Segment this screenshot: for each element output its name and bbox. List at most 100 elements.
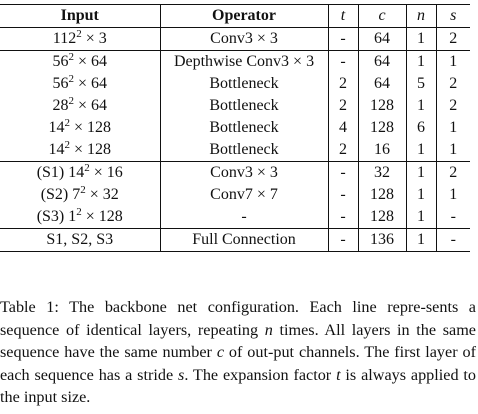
cell-n: 1 (405, 206, 436, 229)
cell-operator: - (159, 206, 328, 229)
cell-s: - (435, 228, 470, 252)
cell-operator: Conv3 × 3 (159, 161, 328, 184)
cell-operator: Full Connection (159, 228, 328, 252)
header-operator: Operator (159, 4, 328, 28)
cell-operator: Depthwise Conv3 × 3 (159, 50, 328, 73)
cell-n: 1 (405, 161, 436, 184)
header-c: c (357, 4, 406, 28)
input-base: 56 (52, 53, 69, 70)
input-exponent: 2 (76, 28, 82, 40)
cell-n: 1 (405, 139, 436, 162)
cell-input: S1, S2, S3 (0, 229, 160, 252)
caption-var-n: n (264, 320, 273, 339)
input-base: 14 (48, 141, 65, 158)
input-rest: × 3 (81, 30, 107, 47)
cell-t: - (327, 184, 358, 206)
cell-operator: Conv3 × 3 (159, 27, 328, 51)
cell-input: (S3) 12 × 128 (0, 206, 160, 229)
caption-text-2: times. All layers in the same sequence h… (0, 320, 476, 362)
caption-text-1: Table 1: The backbone net configuration.… (0, 298, 476, 339)
cell-operator: Bottleneck (159, 139, 328, 162)
cell-t: 2 (327, 139, 358, 162)
cell-n: 5 (405, 73, 436, 95)
cell-operator: Bottleneck (159, 117, 328, 139)
caption-text-5: is always applied to the input size. (0, 365, 476, 407)
input-base: (S2) 7 (40, 186, 81, 203)
table-header-row: Input Operator t c n s (0, 4, 470, 28)
cell-s: 2 (435, 27, 470, 51)
input-rest: × 64 (73, 97, 108, 114)
cell-n: 1 (405, 95, 436, 117)
input-base: 28 (52, 97, 69, 114)
cell-t: - (327, 206, 358, 229)
cell-s: 2 (435, 95, 470, 117)
input-rest: × 128 (69, 141, 112, 158)
input-base: S1, S2, S3 (46, 231, 114, 248)
cell-input: 562 × 64 (0, 51, 160, 74)
cell-t: - (327, 228, 358, 252)
input-base: 112 (52, 30, 77, 47)
caption-text-4: . The expansion factor (184, 365, 337, 384)
input-base: (S1) 14 (36, 164, 85, 181)
cell-input: 142 × 128 (0, 117, 160, 139)
cell-input: (S2) 72 × 32 (0, 184, 160, 206)
cell-s: 1 (435, 50, 470, 73)
cell-c: 32 (357, 161, 406, 184)
cell-s: 1 (435, 139, 470, 162)
cell-s: 2 (435, 161, 470, 184)
cell-input: 562 × 64 (0, 73, 160, 95)
cell-c: 64 (357, 27, 406, 51)
input-base: 56 (52, 75, 69, 92)
input-exponent: 2 (64, 117, 70, 129)
cell-t: - (327, 161, 358, 184)
cell-c: 136 (357, 228, 406, 252)
cell-n: 6 (405, 117, 436, 139)
header-t: t (327, 4, 358, 28)
cell-s: 1 (435, 117, 470, 139)
input-rest: × 32 (85, 186, 119, 203)
cell-operator: Bottleneck (159, 73, 328, 95)
cell-input: 282 × 64 (0, 95, 160, 117)
input-exponent: 2 (68, 73, 74, 85)
input-exponent: 2 (68, 95, 74, 107)
cell-c: 64 (357, 73, 406, 95)
caption-text-3: of out-put channels. The first layer of … (0, 343, 476, 384)
cell-n: 1 (405, 184, 436, 206)
input-rest: × 128 (81, 208, 123, 225)
cell-input: 142 × 128 (0, 139, 160, 162)
cell-s: 1 (435, 184, 470, 206)
cell-input: (S1) 142 × 16 (0, 162, 160, 185)
cell-c: 16 (357, 139, 406, 162)
table-caption: Table 1: The backbone net configuration.… (0, 296, 476, 409)
caption-var-t: t (336, 365, 341, 384)
cell-t: 2 (327, 73, 358, 95)
cell-n: 1 (405, 27, 436, 51)
cell-input: 1122 × 3 (0, 28, 160, 51)
input-exponent: 2 (64, 139, 70, 151)
cell-s: 2 (435, 73, 470, 95)
cell-s: - (435, 206, 470, 229)
cell-operator: Conv7 × 7 (159, 184, 328, 206)
cell-t: 4 (327, 117, 358, 139)
input-base: (S3) 1 (36, 208, 77, 225)
cell-t: 2 (327, 95, 358, 117)
cell-c: 128 (357, 117, 406, 139)
cell-n: 1 (405, 50, 436, 73)
cell-c: 128 (357, 206, 406, 229)
input-exponent: 2 (84, 162, 90, 174)
header-s: s (435, 4, 470, 28)
header-n: n (405, 4, 436, 28)
input-exponent: 2 (68, 51, 74, 63)
cell-n: 1 (405, 228, 436, 252)
input-exponent: 2 (76, 206, 82, 218)
cell-c: 128 (357, 184, 406, 206)
cell-c: 64 (357, 50, 406, 73)
cell-operator: Bottleneck (159, 95, 328, 117)
